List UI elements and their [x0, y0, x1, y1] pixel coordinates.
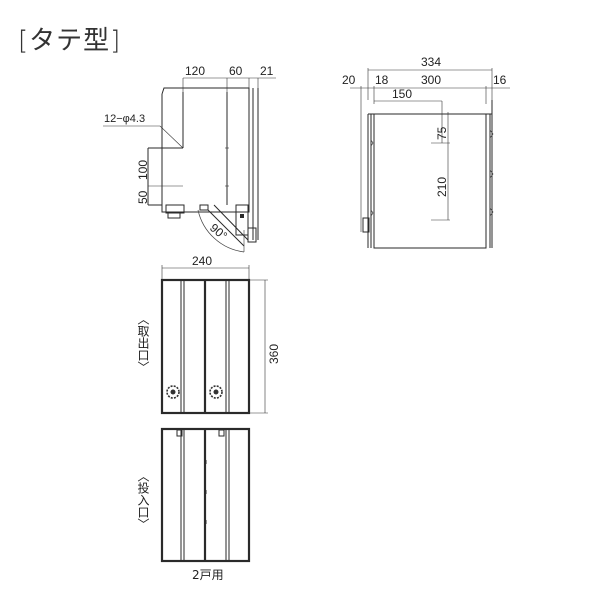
- dim-18: 18: [375, 73, 389, 87]
- side-view: 120 60 21 12−φ4.3 50 100: [103, 64, 276, 253]
- dim-21: 21: [260, 64, 274, 78]
- dim-334: 334: [421, 55, 441, 69]
- back-view: [160, 427, 251, 563]
- dim-60: 60: [229, 64, 243, 78]
- dial-lock-icon: [166, 385, 180, 399]
- dim-150: 150: [392, 87, 412, 101]
- insert-label: 〈投入口〉: [136, 470, 150, 530]
- dim-240: 240: [192, 254, 212, 268]
- drawing-title: [タテ型]: [18, 26, 122, 56]
- dim-75: 75: [435, 126, 449, 140]
- unit-count-caption: 2戸用: [192, 568, 224, 582]
- dim-360: 360: [267, 344, 281, 364]
- dim-50: 50: [136, 190, 150, 204]
- dim-100: 100: [136, 160, 150, 180]
- front-view: 240 360: [160, 254, 281, 415]
- rear-view: 334 20 18 300 16 150: [342, 55, 510, 249]
- dim-120: 120: [185, 64, 205, 78]
- dim-300: 300: [421, 73, 441, 87]
- takeout-label: 〈取出口〉: [136, 313, 150, 373]
- dial-lock-icon: [209, 385, 223, 399]
- hole-note: 12−φ4.3: [104, 113, 145, 125]
- dim-210: 210: [435, 177, 449, 197]
- dim-20: 20: [342, 73, 356, 87]
- angle-label: 90°: [207, 221, 230, 244]
- dim-16: 16: [493, 73, 507, 87]
